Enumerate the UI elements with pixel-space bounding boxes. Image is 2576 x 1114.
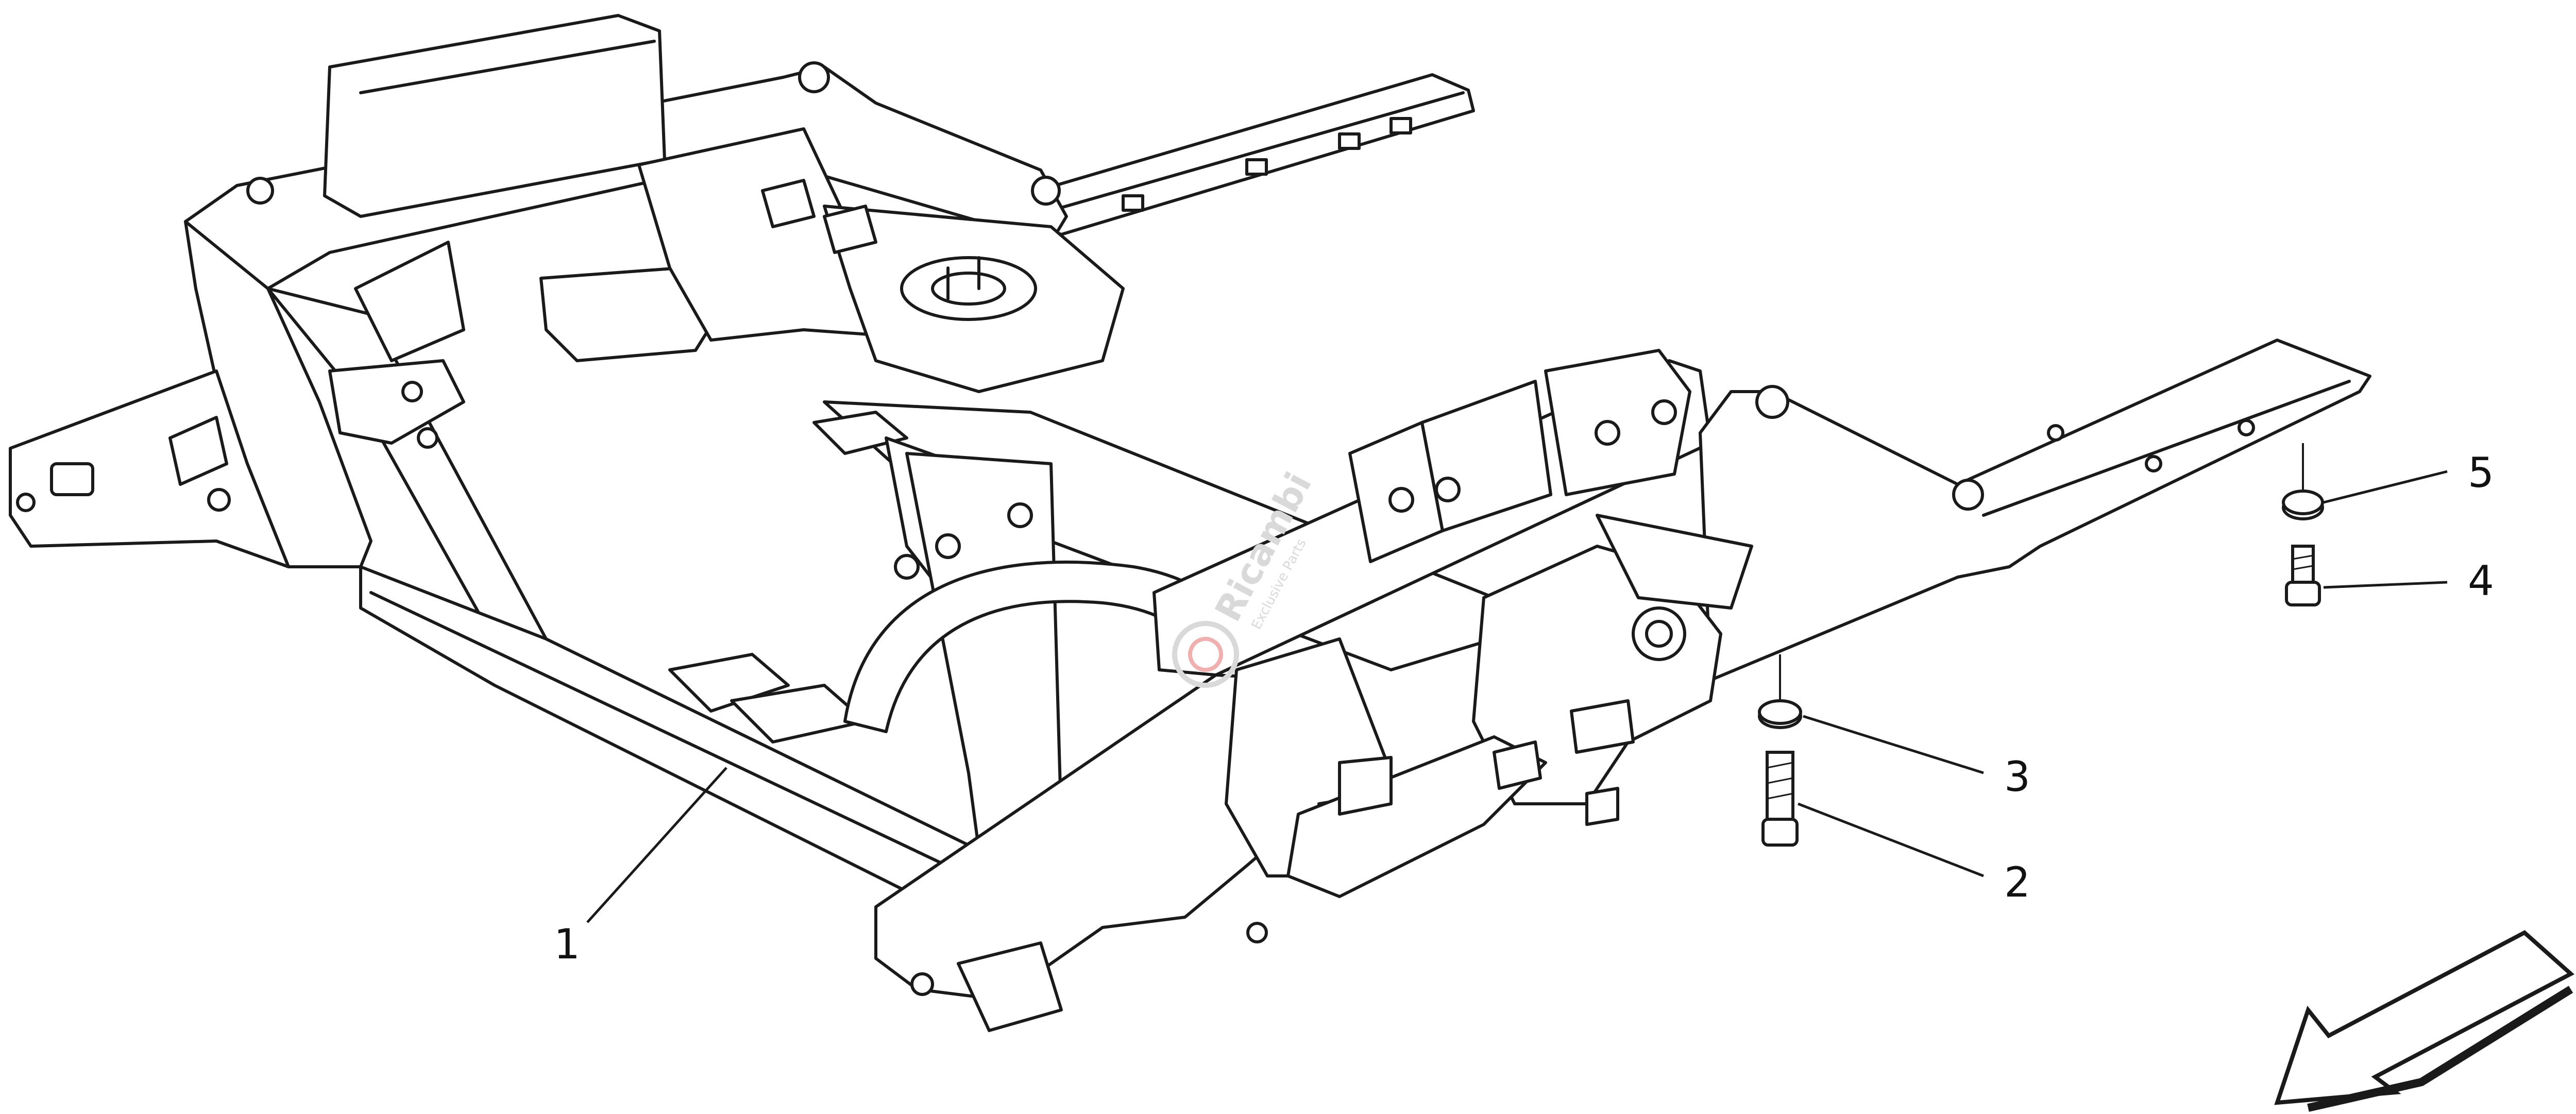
fastener-bolt-2 [1761, 751, 1799, 847]
front-diagonal-brace [1286, 735, 1547, 898]
leader-line-5 [2323, 470, 2448, 504]
right-rail [1699, 339, 2371, 682]
fastener-bolt-4 [2285, 545, 2321, 606]
rear-rail-left [1019, 73, 1475, 236]
callout-4: 4 [2468, 557, 2494, 605]
lower-base-rail [359, 565, 980, 908]
left-side-panel [9, 220, 372, 568]
callout-5: 5 [2468, 449, 2494, 497]
callout-3: 3 [2004, 753, 2030, 801]
chassis-frame [9, 14, 2371, 1032]
callout-2: 2 [2004, 858, 2030, 906]
leader-line-3 [1803, 715, 1984, 774]
left-diagonal-strut [266, 241, 723, 671]
leader-lines [586, 470, 2448, 923]
direction-arrow-icon [2274, 930, 2574, 1112]
fastener-washer-3 [1758, 654, 1802, 729]
leader-line-2 [1798, 802, 1984, 877]
leader-line-1 [586, 767, 727, 923]
upper-cross-member [1153, 349, 1712, 677]
callout-1: 1 [554, 920, 580, 968]
fastener-washer-5 [2282, 443, 2324, 520]
leader-line-4 [2323, 581, 2448, 589]
center-tower [637, 127, 1125, 393]
watermark-logo-icon [1172, 621, 1239, 688]
